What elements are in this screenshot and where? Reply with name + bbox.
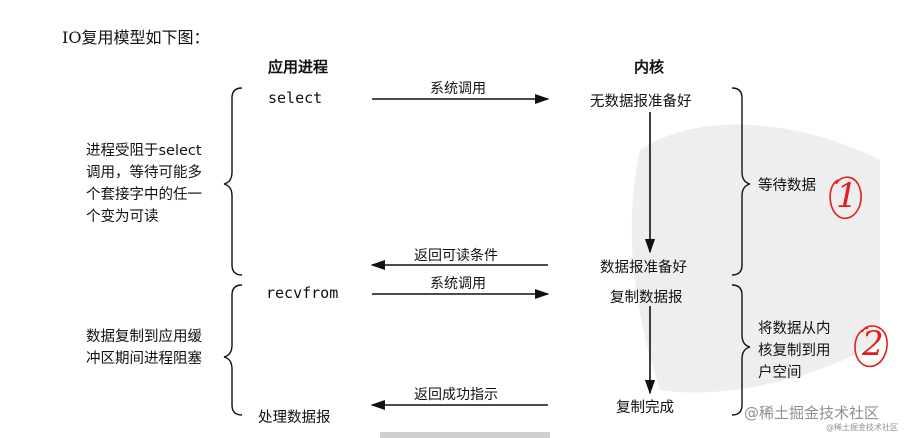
red-circle-mark-2 xyxy=(854,325,888,367)
note-wait-data: 等待数据 xyxy=(758,178,816,194)
note-line: 调用，等待可能多 xyxy=(86,165,202,181)
watermark-sub: @稀土掘金技术社区 xyxy=(826,423,898,432)
header-kernel: 内核 xyxy=(634,58,665,76)
red-circle-mark-1 xyxy=(829,176,862,219)
label-syscall-2: 系统调用 xyxy=(430,276,486,292)
note-line: 冲区期间进程阻塞 xyxy=(86,351,202,367)
kernel-no-datagram: 无数据报准备好 xyxy=(590,94,692,110)
note-line: 数据复制到应用缓 xyxy=(86,329,202,345)
intro-text: IO复用模型如下图： xyxy=(62,28,210,47)
watermark-main: @稀土掘金技术社区 xyxy=(744,404,880,422)
left-brace-copy xyxy=(223,284,243,416)
note-copy-to-user: 将数据从内 核复制到用 户空间 xyxy=(758,318,831,384)
kernel-copy-datagram: 复制数据报 xyxy=(610,290,683,306)
note-line: 进程受阻于select xyxy=(86,143,202,159)
left-brace-select xyxy=(223,87,243,276)
caption-stub xyxy=(380,432,550,438)
call-select: select xyxy=(268,89,323,107)
right-brace-copy xyxy=(731,284,751,416)
annotation-mark-1: 1 xyxy=(836,176,858,216)
note-blocked-select: 进程受阻于select 调用，等待可能多 个套接字中的任一 个变为可读 xyxy=(86,140,202,228)
kernel-copy-complete: 复制完成 xyxy=(616,400,674,416)
right-brace-wait xyxy=(731,87,751,276)
note-blocked-copy: 数据复制到应用缓 冲区期间进程阻塞 xyxy=(86,326,202,370)
note-line: 核复制到用 xyxy=(758,343,831,359)
label-return-readable: 返回可读条件 xyxy=(414,248,498,264)
note-line: 个变为可读 xyxy=(86,209,159,225)
call-recvfrom: recvfrom xyxy=(266,284,339,302)
note-line: 个套接字中的任一 xyxy=(86,187,202,203)
note-line: 将数据从内 xyxy=(758,321,831,337)
header-app-process: 应用进程 xyxy=(268,58,329,76)
label-return-success: 返回成功指示 xyxy=(414,387,498,403)
label-syscall-1: 系统调用 xyxy=(430,81,486,97)
annotation-mark-2: 2 xyxy=(862,324,884,364)
process-datagram-label: 处理数据报 xyxy=(258,410,331,426)
note-line: 户空间 xyxy=(758,365,802,381)
watermark-seal-shape xyxy=(631,124,880,393)
kernel-datagram-ready: 数据报准备好 xyxy=(600,260,687,276)
